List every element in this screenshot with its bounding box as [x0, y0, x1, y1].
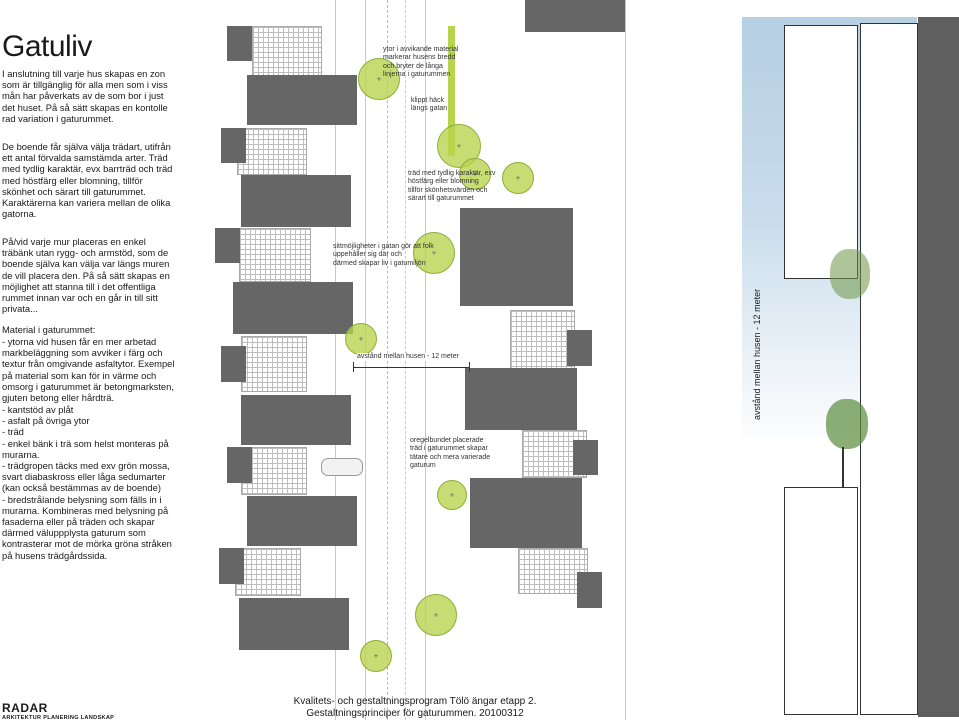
section-tree-top	[830, 249, 870, 299]
small-building	[219, 548, 244, 584]
radar-logo: RADAR ARKITEKTUR PLANERING LANDSKAP	[2, 701, 114, 721]
paving-area	[237, 128, 307, 175]
street-tree	[502, 162, 534, 194]
small-building	[221, 128, 246, 163]
paving-area	[518, 548, 588, 594]
logo-name: RADAR	[2, 701, 48, 715]
street-tree	[345, 323, 377, 355]
house	[525, 0, 625, 32]
house	[465, 368, 577, 430]
small-building	[577, 572, 602, 608]
right-building-facade	[860, 23, 918, 715]
small-building	[573, 440, 598, 475]
page-title: Gatuliv	[2, 30, 92, 63]
paving-area	[239, 228, 311, 282]
street-tree	[358, 58, 400, 100]
small-building	[227, 447, 252, 483]
house	[460, 208, 573, 306]
material-list: - kantstöd av plåt - asfalt på övriga yt…	[2, 404, 172, 561]
house	[239, 598, 349, 650]
street-section	[742, 17, 959, 717]
street-tree	[437, 480, 467, 510]
car-symbol	[321, 458, 363, 476]
house	[247, 75, 357, 125]
house	[233, 282, 353, 334]
section-ground-line	[842, 447, 844, 487]
note-irregular-trees: oregelbundet placerade träd i gaturummet…	[410, 437, 491, 469]
note-hedge: klippt häck längs gatan	[411, 97, 448, 113]
site-plan	[215, 0, 740, 720]
material-paragraph: - ytorna vid husen får en mer arbetad ma…	[2, 336, 175, 404]
street-tree	[360, 640, 392, 672]
small-building	[227, 26, 252, 61]
street-tree	[415, 594, 457, 636]
paving-area	[241, 336, 307, 392]
street-tree	[413, 232, 455, 274]
paving-area	[510, 310, 575, 370]
left-building-facade-lower	[784, 487, 858, 715]
house	[241, 395, 351, 445]
material-heading: Material i gaturummet:	[2, 324, 96, 335]
footer-caption: Kvalitets- och gestaltningsprogram Tölö …	[293, 696, 537, 719]
small-building	[567, 330, 592, 366]
note-tree-character: träd med tydlig karaktär, exv höstfärg e…	[408, 170, 496, 202]
small-building	[221, 346, 246, 382]
wall-bench-paragraph: På/vid varje mur placeras en enkel träbä…	[2, 236, 170, 315]
trees-paragraph: De boende får själva välja trädart, utif…	[2, 141, 173, 220]
section-tree-bottom	[826, 399, 868, 449]
left-building-facade	[784, 25, 858, 279]
paving-area	[252, 26, 322, 76]
street-tree	[459, 158, 491, 190]
section-distance-label: avstånd mellan husen - 12 meter	[752, 288, 762, 420]
note-seating: sittmöjligheter i gatan gör att folk upp…	[333, 243, 434, 267]
house	[241, 175, 351, 227]
intro-paragraph: I anslutning till varje hus skapas en zo…	[2, 68, 168, 124]
house	[247, 496, 357, 546]
right-building-dark	[918, 17, 959, 717]
small-building	[215, 228, 240, 263]
paving-area	[235, 548, 301, 596]
paving-area	[241, 447, 307, 495]
note-distance: avstånd mellan husen - 12 meter	[357, 353, 459, 362]
distance-dimension-line	[353, 367, 469, 368]
logo-subtitle: ARKITEKTUR PLANERING LANDSKAP	[2, 715, 115, 721]
house	[470, 478, 582, 548]
hedge-strip	[448, 26, 455, 156]
note-material: ytor i avvikande material markerar husen…	[383, 46, 459, 78]
